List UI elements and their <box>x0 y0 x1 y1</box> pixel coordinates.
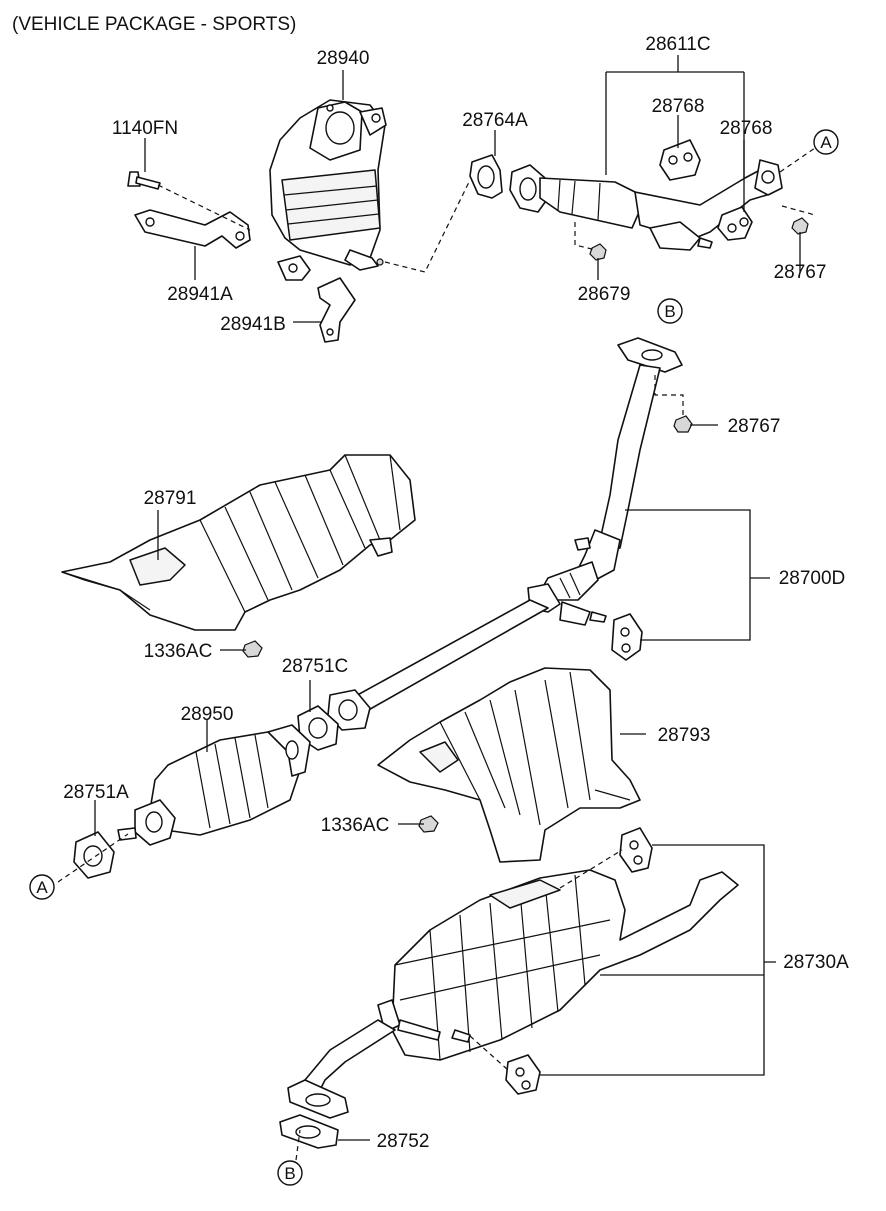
center-pipe-28700d <box>351 337 683 713</box>
bracket-28941b <box>277 255 356 343</box>
diagram-header: (VEHICLE PACKAGE - SPORTS) <box>12 14 296 35</box>
tail-pipe-flange <box>287 1079 349 1119</box>
ref-b-mid-label: B <box>664 302 675 321</box>
ref-circle-a-bottom: A <box>29 874 55 900</box>
label-1336ac-upper: 1336AC <box>144 641 213 662</box>
label-28768-right: 28768 <box>720 118 773 139</box>
label-28679: 28679 <box>578 284 631 305</box>
ref-circle-b-mid: B <box>657 298 683 324</box>
label-28730a: 28730A <box>783 952 849 973</box>
ref-b-bottom-label: B <box>284 1164 295 1183</box>
leader-lines <box>94 55 801 1141</box>
label-28791: 28791 <box>144 488 197 509</box>
label-28940: 28940 <box>317 48 370 69</box>
nut-28767-mid <box>673 415 693 433</box>
nut-1336ac-lower <box>418 815 439 833</box>
label-28700d: 28700D <box>779 568 846 589</box>
label-28767-mid: 28767 <box>728 416 781 437</box>
gasket-28764a <box>469 154 503 199</box>
hanger-28730a-bottom <box>505 1054 541 1095</box>
heat-shield-28793 <box>377 667 641 863</box>
ref-a-top-label: A <box>820 133 832 152</box>
label-1140fn: 1140FN <box>112 118 178 139</box>
bracket-28941a <box>134 209 251 249</box>
ref-circle-b-bottom: B <box>277 1160 303 1186</box>
label-28751c: 28751C <box>282 656 349 677</box>
bolt-1140fn <box>127 171 161 190</box>
hanger-28730a-top <box>619 827 653 873</box>
hanger-28768-left <box>659 139 701 181</box>
part-labels: 28940 1140FN 28941A 28941B 28764A 28611C… <box>63 34 849 1152</box>
alignment-lines <box>57 147 816 1161</box>
gasket-28752 <box>279 1114 339 1149</box>
label-28950: 28950 <box>181 704 234 725</box>
hanger-28700d <box>611 613 643 661</box>
label-1336ac-lower: 1336AC <box>321 815 390 836</box>
label-28764a: 28764A <box>462 110 528 131</box>
catalytic-converter-28950 <box>117 724 311 846</box>
heat-shield-28791 <box>61 454 416 631</box>
ref-a-bottom-label: A <box>36 878 48 897</box>
hanger-28768-right <box>717 206 753 241</box>
nut-28679 <box>589 243 607 261</box>
label-28941b: 28941B <box>220 314 286 335</box>
label-28768-left: 28768 <box>652 96 705 117</box>
label-28941a: 28941A <box>167 284 233 305</box>
nut-1336ac-upper <box>242 640 263 658</box>
label-28793: 28793 <box>658 725 711 746</box>
front-pipe-28611c <box>509 159 783 251</box>
gasket-28751a <box>73 831 115 879</box>
label-28751a: 28751A <box>63 782 129 803</box>
ref-circle-a-top: A <box>813 129 839 155</box>
label-28611c: 28611C <box>645 34 710 55</box>
nut-28767-top <box>791 217 809 235</box>
label-28752: 28752 <box>377 1131 430 1152</box>
label-28767-top: 28767 <box>774 262 827 283</box>
exhaust-manifold-converter <box>269 99 387 271</box>
